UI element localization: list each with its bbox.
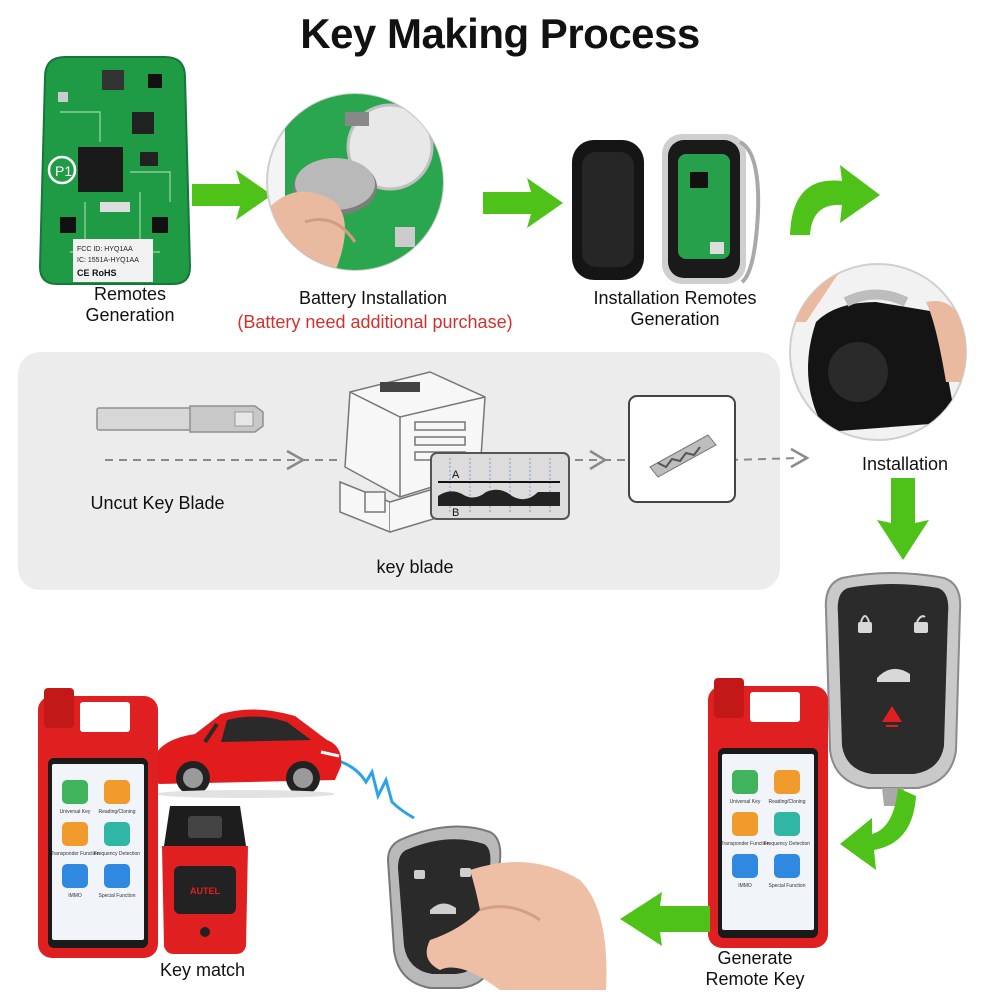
page-title: Key Making Process xyxy=(300,10,700,57)
pcb-fcc-text: FCC ID: HYQ1AA xyxy=(77,246,133,253)
obd-dongle-image: AUTEL xyxy=(162,806,248,954)
flow-arrow-icon xyxy=(483,178,563,228)
hand-holding-key-image xyxy=(386,825,607,990)
device-app-label: Reading/Cloning xyxy=(99,809,136,815)
remote-pcb-image: P1 FCC ID: HYQ1AA IC: 1551A-HYQ1AA CE Ro… xyxy=(38,56,192,285)
step-label-generate-remote-key: Generate Remote Key xyxy=(705,948,805,989)
device-app-label: Transponder Function xyxy=(51,851,100,857)
device-app-label: Special Function xyxy=(769,883,806,889)
blade-graph-b-label: B xyxy=(452,507,459,519)
smart-key-fob-image xyxy=(824,572,962,806)
remote-shell-open-image xyxy=(572,134,761,284)
device-app-label: Universal Key xyxy=(730,799,761,805)
device-app-label: Transponder Function xyxy=(721,841,770,847)
left-arrow-icon xyxy=(620,892,710,946)
device-app-label: Frequency Detection xyxy=(764,841,810,847)
svg-text:P1: P1 xyxy=(55,163,72,179)
dashed-flow-line xyxy=(105,447,810,471)
installation-image xyxy=(789,263,967,441)
blade-profile-graph: A B xyxy=(430,452,570,520)
device-app-label: IMMO xyxy=(68,893,82,899)
device-app-label: Universal Key xyxy=(60,809,91,815)
down-left-arrow-icon xyxy=(840,788,916,870)
step-label-installation-remotes-generation: Installation Remotes Generation xyxy=(593,288,757,329)
device-app-label: Frequency Detection xyxy=(94,851,140,857)
programmer-device-right-image: Universal Key Reading/Cloning Transponde… xyxy=(708,678,828,948)
blade-graph-a-label: A xyxy=(452,469,460,481)
uncut-key-blade-label: Uncut Key Blade xyxy=(90,493,225,513)
pcb-ic-text: IC: 1551A-HYQ1AA xyxy=(77,257,139,264)
curved-arrow-icon xyxy=(790,165,880,235)
dongle-brand-logo: AUTEL xyxy=(190,886,220,896)
red-car-image xyxy=(151,709,342,798)
down-arrow-icon xyxy=(877,478,929,560)
step-label-installation: Installation xyxy=(861,454,949,474)
step-label-key-match: Key match xyxy=(159,960,246,980)
device-app-label: Special Function xyxy=(99,893,136,899)
key-blade-label: key blade xyxy=(376,557,454,577)
signal-wave-icon xyxy=(335,758,415,820)
battery-purchase-note: (Battery need additional purchase) xyxy=(237,312,513,332)
step-label-battery-installation: Battery Installation xyxy=(298,288,448,308)
pcb-ce-text: CE RoHS xyxy=(77,268,117,278)
step-label-remotes-generation: Remotes Generation xyxy=(85,284,175,325)
device-app-label: Reading/Cloning xyxy=(769,799,806,805)
programmer-device-left-image: Universal Key Reading/Cloning Transponde… xyxy=(38,688,158,958)
cut-key-blade-image xyxy=(628,395,736,503)
flow-arrow-icon xyxy=(192,170,272,220)
device-app-label: IMMO xyxy=(738,883,752,889)
battery-installation-image xyxy=(266,93,444,271)
uncut-key-blade-image xyxy=(96,405,264,433)
